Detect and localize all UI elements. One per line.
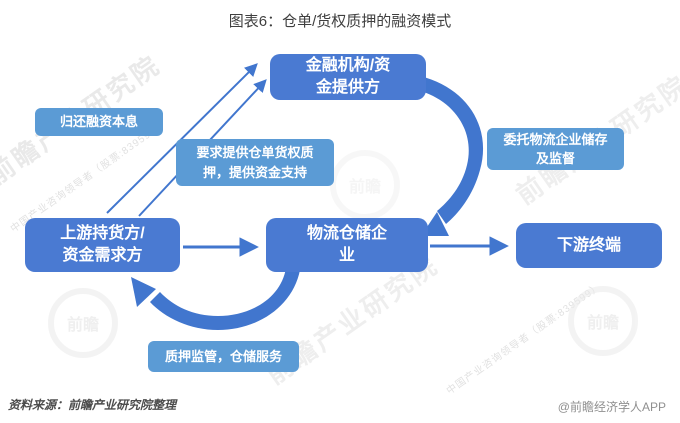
arrow-provider-to-logistics-head: [421, 212, 449, 236]
app-credit: @前瞻经济学人APP: [557, 400, 666, 414]
edge-label-repay-financing: 归还融资本息: [35, 108, 163, 136]
watermark-logo-icon: 前瞻: [330, 150, 400, 220]
source-note: 资料来源：前瞻产业研究院整理: [8, 398, 177, 412]
arrow-logistics-to-upstream-curve: [150, 268, 300, 330]
node-logistics-warehouse: 物流仓储企 业: [266, 218, 428, 272]
watermark-logo-text: 前瞻: [66, 317, 99, 334]
watermark-logo-text: 前瞻: [348, 179, 381, 196]
arrow-logistics-to-upstream-head: [131, 277, 156, 307]
watermark-logo-text: 前瞻: [586, 315, 619, 332]
figure-title: 图表6：仓单/货权质押的融资模式: [228, 13, 452, 30]
node-downstream-terminal: 下游终端: [516, 223, 662, 268]
edge-label-pledge-request: 要求提供仓单货权质 押，提供资金支持: [176, 139, 334, 186]
watermark-logo-icon: 前瞻: [568, 286, 638, 356]
edge-label-pledge-supervision: 质押监管，仓储服务: [148, 341, 299, 372]
node-financial-provider: 金融机构/资 金提供方: [270, 54, 426, 100]
node-upstream-holder: 上游持货方/ 资金需求方: [25, 218, 180, 272]
watermark-logo-icon: 前瞻: [48, 288, 118, 358]
edge-label-entrust-storage: 委托物流企业储存 及监督: [487, 128, 624, 170]
arrow-provider-to-logistics-curve: [417, 76, 484, 224]
